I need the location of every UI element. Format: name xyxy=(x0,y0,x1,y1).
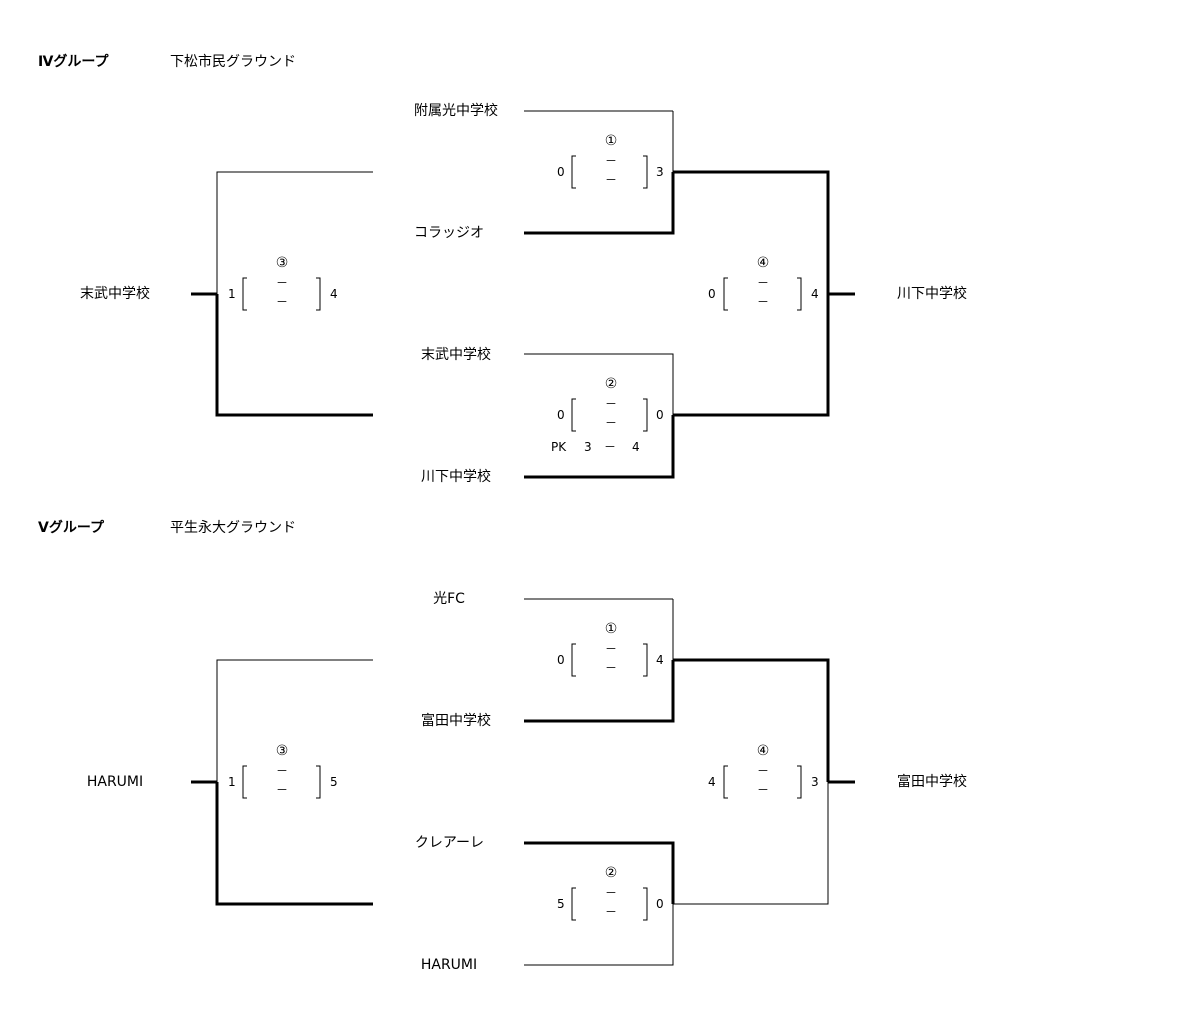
g4-m2-pk-label: PK xyxy=(551,440,567,454)
g4-m2-pk-right: 4 xyxy=(632,440,640,454)
g5-m4-right-bracket xyxy=(797,765,802,799)
g5-m1-left-bracket xyxy=(571,643,576,677)
g5-m1-score-left: 0 xyxy=(557,653,565,667)
g4-m2-score-right: 0 xyxy=(656,408,664,422)
g4-m4-score-left: 0 xyxy=(708,287,716,301)
g4-team-r2-bottom: 川下中学校 xyxy=(421,469,491,485)
g5-m1-dash-upper: － xyxy=(604,642,618,656)
g4-m2-pk-left: 3 xyxy=(584,440,592,454)
g4-m4-dash-lower: － xyxy=(756,295,770,309)
g5-m3-lower-path xyxy=(215,782,373,906)
g5-left-result-team: HARUMI xyxy=(86,774,144,790)
g5-right-result-team: 富田中学校 xyxy=(897,774,967,790)
g4-right-result-team: 川下中学校 xyxy=(897,286,967,302)
g5-m4-lower-path xyxy=(673,782,829,905)
g5-m2-bottom-path xyxy=(524,904,674,966)
g5-m3-right-bracket xyxy=(316,765,321,799)
g4-m4-right-bracket xyxy=(797,277,802,311)
g4-m4-score-right: 4 xyxy=(811,287,819,301)
g4-m3-dash-upper: － xyxy=(275,276,289,290)
group-iv-lines xyxy=(191,110,855,479)
g4-m2-dash-upper: － xyxy=(604,397,618,411)
g5-m2-number: ② xyxy=(604,865,618,881)
g4-m2-pk-sep: － xyxy=(604,440,617,454)
group-iv-title: Ⅳグループ xyxy=(38,54,109,70)
g4-m3-upper-path xyxy=(216,171,373,294)
g4-m4-lower-path xyxy=(673,294,830,417)
g4-left-result-team: 末武中学校 xyxy=(80,286,150,302)
g4-team-r2-top: 末武中学校 xyxy=(421,347,491,363)
g4-m4-left-bracket xyxy=(723,277,728,311)
group-v-title: Ⅴグループ xyxy=(38,520,104,536)
g4-m2-right-bracket xyxy=(643,398,648,432)
g5-m3-upper-path xyxy=(216,659,373,782)
g5-m3-dash-lower: － xyxy=(275,783,289,797)
g4-m2-left-bracket xyxy=(571,398,576,432)
group-iv-venue: 下松市民グラウンド xyxy=(170,54,296,70)
g4-team-r1-bottom: コラッジオ xyxy=(414,225,484,241)
g4-m4-number: ④ xyxy=(756,255,770,271)
g5-m1-dash-lower: － xyxy=(604,661,618,675)
g4-m3-left-bracket xyxy=(242,277,247,311)
g5-m2-dash-upper: － xyxy=(604,886,618,900)
g4-m1-winner-path xyxy=(524,172,675,235)
g5-m1-number: ① xyxy=(604,621,618,637)
g4-m1-score-right: 3 xyxy=(656,165,664,179)
g5-m4-score-left: 4 xyxy=(708,775,716,789)
g5-m4-upper-path xyxy=(673,658,830,782)
g5-m3-left-bracket xyxy=(242,765,247,799)
g5-m2-score-left: 5 xyxy=(557,897,565,911)
g5-m2-left-bracket xyxy=(571,887,576,921)
g4-m1-left-bracket xyxy=(571,155,576,189)
g4-m1-dash-lower: － xyxy=(604,173,618,187)
g4-m3-right-bracket xyxy=(316,277,321,311)
g5-m4-left-bracket xyxy=(723,765,728,799)
g4-m1-right-bracket xyxy=(643,155,648,189)
g4-team-r1-top: 附属光中学校 xyxy=(414,103,498,119)
g5-m2-right-bracket xyxy=(643,887,648,921)
g4-m4-upper-path xyxy=(673,170,830,294)
g4-m1-score-left: 0 xyxy=(557,165,565,179)
g4-m3-score-right: 4 xyxy=(330,287,338,301)
g5-team-r2-top: クレアーレ xyxy=(414,835,484,851)
g5-m4-dash-lower: － xyxy=(756,783,770,797)
g5-m1-winner-path xyxy=(524,660,675,723)
g5-m3-dash-upper: － xyxy=(275,764,289,778)
g5-team-r1-bottom: 富田中学校 xyxy=(421,713,491,729)
g4-m1-number: ① xyxy=(604,133,618,149)
g4-m2-top-path xyxy=(524,353,674,415)
g4-m2-winner-path xyxy=(524,415,675,479)
g4-m2-number: ② xyxy=(604,376,618,392)
g5-m2-dash-lower: － xyxy=(604,905,618,919)
g4-m4-dash-upper: － xyxy=(756,276,770,290)
g5-m4-dash-upper: － xyxy=(756,764,770,778)
g4-m3-lower-path xyxy=(215,294,373,417)
group-v-venue: 平生永大グラウンド xyxy=(170,520,296,536)
g4-m1-dash-upper: － xyxy=(604,154,618,168)
g4-m2-dash-lower: － xyxy=(604,416,618,430)
group-v-lines xyxy=(191,598,855,966)
g5-m2-score-right: 0 xyxy=(656,897,664,911)
g4-m3-number: ③ xyxy=(275,255,289,271)
g5-m3-number: ③ xyxy=(275,743,289,759)
g5-m1-score-right: 4 xyxy=(656,653,664,667)
g5-m2-winner-path xyxy=(524,841,675,904)
g5-m3-score-left: 1 xyxy=(228,775,236,789)
g4-m3-score-left: 1 xyxy=(228,287,236,301)
g5-m1-right-bracket xyxy=(643,643,648,677)
g5-m3-score-right: 5 xyxy=(330,775,338,789)
g4-m2-score-left: 0 xyxy=(557,408,565,422)
g5-team-r1-top: 光FC xyxy=(433,591,465,607)
g4-m3-dash-lower: － xyxy=(275,295,289,309)
g5-m4-score-right: 3 xyxy=(811,775,819,789)
g5-team-r2-bottom: HARUMI xyxy=(420,957,478,973)
g5-m4-number: ④ xyxy=(756,743,770,759)
